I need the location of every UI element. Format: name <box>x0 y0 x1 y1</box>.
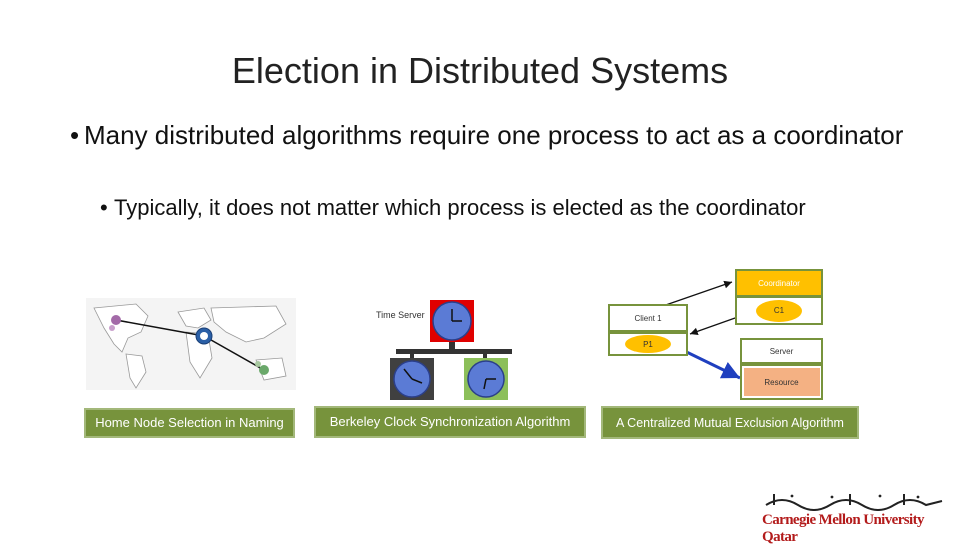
client1-box: Client 1 <box>608 304 688 332</box>
caption-berkeley: Berkeley Clock Synchronization Algorithm <box>314 406 586 438</box>
cmu-qatar-arabic-logo <box>765 494 943 511</box>
cmu-qatar-logo-text: Carnegie Mellon University Qatar <box>762 512 924 545</box>
bullet1-text: Many distributed algorithms require one … <box>84 120 904 150</box>
world-map-icon <box>93 303 287 389</box>
slide-title: Election in Distributed Systems <box>231 50 729 91</box>
p1-token: P1 <box>625 335 671 353</box>
resource-box: Resource <box>740 364 823 400</box>
coordinator-box: Coordinator <box>735 269 823 297</box>
coordinator-queue-box: C1 <box>735 296 823 325</box>
client1-process-box: P1 <box>608 332 688 356</box>
bullet-level2: •Typically, it does not matter which pro… <box>100 193 875 223</box>
time-server-label: Time Server <box>376 310 425 320</box>
bullet-level1: •Many distributed algorithms require one… <box>60 120 930 151</box>
server-box: Server <box>740 338 823 364</box>
bullet-dot: • <box>100 195 108 220</box>
caption-naming: Home Node Selection in Naming <box>84 408 295 438</box>
bullet-dot: • <box>70 120 80 150</box>
caption-mutex: A Centralized Mutual Exclusion Algorithm <box>601 406 859 439</box>
resource-label: Resource <box>743 368 820 396</box>
berkeley-diagram <box>390 300 512 400</box>
bullet2-text: Typically, it does not matter which proc… <box>114 195 806 220</box>
c1-token: C1 <box>756 299 802 322</box>
world-map-figure <box>86 298 296 390</box>
